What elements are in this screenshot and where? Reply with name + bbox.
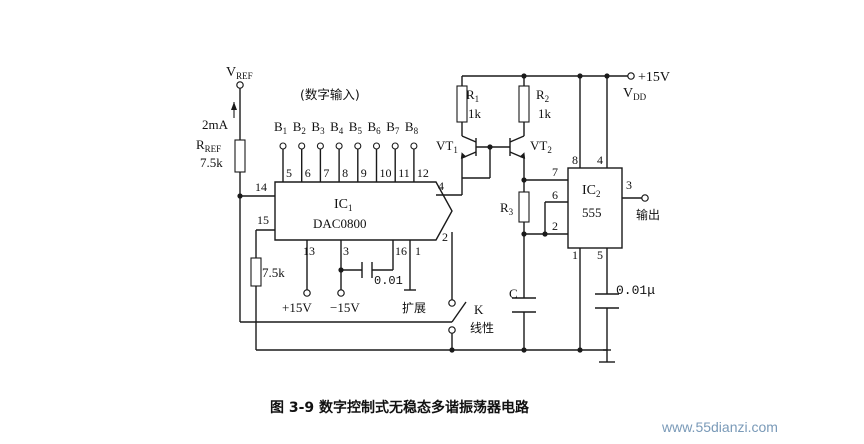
bit-terminal-2	[298, 142, 306, 150]
minus15v-label: −15V	[330, 300, 360, 315]
plus15v-supply-label: +15V	[638, 70, 670, 85]
bit-pin-number-5: 9	[361, 166, 367, 180]
ground-icon	[404, 289, 615, 363]
cap-0-01u-label: 0.01μ	[616, 283, 655, 298]
transistor-vt1	[460, 135, 477, 159]
capacitor-0-01u	[595, 293, 619, 309]
resistor-r1	[456, 85, 468, 123]
cap-0-01-label: 0.01	[374, 274, 403, 288]
rref-value-label: 7.5k	[200, 155, 223, 170]
bit-pin-number-8: 12	[417, 166, 429, 180]
ic555-part-label: 555	[582, 205, 602, 220]
wires	[239, 75, 642, 362]
pin-4-label: 4	[438, 179, 444, 193]
r1-value-label: 1k	[468, 106, 482, 121]
bit-terminal-3	[316, 142, 324, 150]
capacitor-c	[512, 297, 536, 313]
ic2-pin-7-label: 7	[552, 165, 558, 179]
bit-pin-number-3: 7	[323, 166, 329, 180]
rref-name-label: RREF	[196, 137, 221, 154]
ic2-pin-3-label: 3	[626, 178, 632, 192]
pin-2-label: 2	[442, 230, 448, 244]
plus15v-label: +15V	[282, 300, 312, 315]
bit-pin-number-6: 10	[380, 166, 392, 180]
bit-terminal-6	[372, 142, 381, 150]
dac0800-label: DAC0800	[313, 216, 366, 231]
bit-terminal-1	[279, 142, 287, 150]
terminals	[236, 72, 649, 334]
current-arrow-icon	[231, 102, 237, 118]
vdd-label: VDD	[623, 86, 647, 102]
ic2-pin-5-label: 5	[597, 248, 603, 262]
bit-label-7: B7	[386, 119, 400, 136]
ic1-label: IC1	[334, 197, 353, 213]
vt1-label: VT1	[436, 138, 458, 155]
bit-label-1: B1	[274, 119, 287, 136]
pin-14-label: 14	[255, 180, 267, 194]
ic2-pin-8-label: 8	[572, 153, 578, 167]
r2-value-label: 1k	[538, 106, 552, 121]
pin-1-label: 1	[415, 244, 421, 258]
digital-input-pins: B1 5 B2 6 B3 7 B4 8 B5 9 B6 10 B7 11 B8 12	[274, 119, 429, 182]
output-label: 输出	[636, 207, 660, 222]
switch-k-label: K	[474, 302, 484, 317]
ic555	[567, 167, 623, 249]
bit-pin-number-1: 5	[286, 166, 292, 180]
bit-pin-number-2: 6	[305, 166, 311, 180]
bit-label-2: B2	[293, 119, 306, 136]
r3-label: R3	[500, 200, 514, 217]
bit-pin-number-7: 11	[398, 166, 410, 180]
bit-label-6: B6	[368, 119, 382, 136]
resistor-rref	[234, 139, 246, 173]
r1-name-label: R1	[466, 87, 479, 104]
bit-terminal-5	[354, 142, 362, 150]
cap-c-label: C	[509, 286, 518, 301]
r-7k5-label: 7.5k	[262, 265, 285, 280]
watermark-text: www.55dianzi.com	[661, 419, 778, 435]
r2-name-label: R2	[536, 87, 549, 104]
capacitor-0-01-dac	[361, 262, 373, 278]
ic2-pin-4-label: 4	[597, 153, 603, 167]
vt2-label: VT2	[530, 138, 552, 155]
bit-label-4: B4	[330, 119, 344, 136]
pin-13-label: 13	[303, 244, 315, 258]
resistor-7k5-pin15	[250, 257, 262, 287]
linear-label: 线性	[470, 321, 494, 335]
pin-15-label: 15	[257, 213, 269, 227]
resistor-r2	[518, 85, 530, 123]
bit-label-5: B5	[349, 119, 363, 136]
bit-pin-number-4: 8	[342, 166, 348, 180]
digital-input-label: (数字输入)	[300, 87, 360, 102]
transistor-vt2	[509, 135, 526, 159]
bit-terminal-7	[391, 142, 399, 150]
figure-caption: 图 3-9 数字控制式无稳态多谐振荡器电路	[270, 399, 530, 416]
bit-terminal-4	[335, 142, 343, 150]
bit-label-3: B3	[311, 119, 325, 136]
junction-dots	[237, 73, 610, 353]
ic2-pin-1-label: 1	[572, 248, 578, 262]
ic2-label: IC2	[582, 183, 601, 199]
ic2-pin-6-label: 6	[552, 188, 558, 202]
pin-16-label: 16	[395, 244, 407, 258]
resistor-r3	[518, 191, 530, 223]
ic2-pin-2-label: 2	[552, 219, 558, 233]
expand-label: 扩展	[402, 301, 426, 315]
switch-k-blade	[451, 301, 467, 323]
bit-terminal-8	[410, 142, 418, 150]
vref-label: VREF	[226, 65, 253, 81]
pin-3-label: 3	[343, 244, 349, 258]
labels: VREF (数字输入) 2mA RREF 7.5k 14 15 IC1 DAC0…	[196, 65, 778, 435]
dac0800-ic	[274, 181, 453, 241]
bit-label-8: B8	[405, 119, 419, 136]
current-label: 2mA	[202, 117, 229, 132]
